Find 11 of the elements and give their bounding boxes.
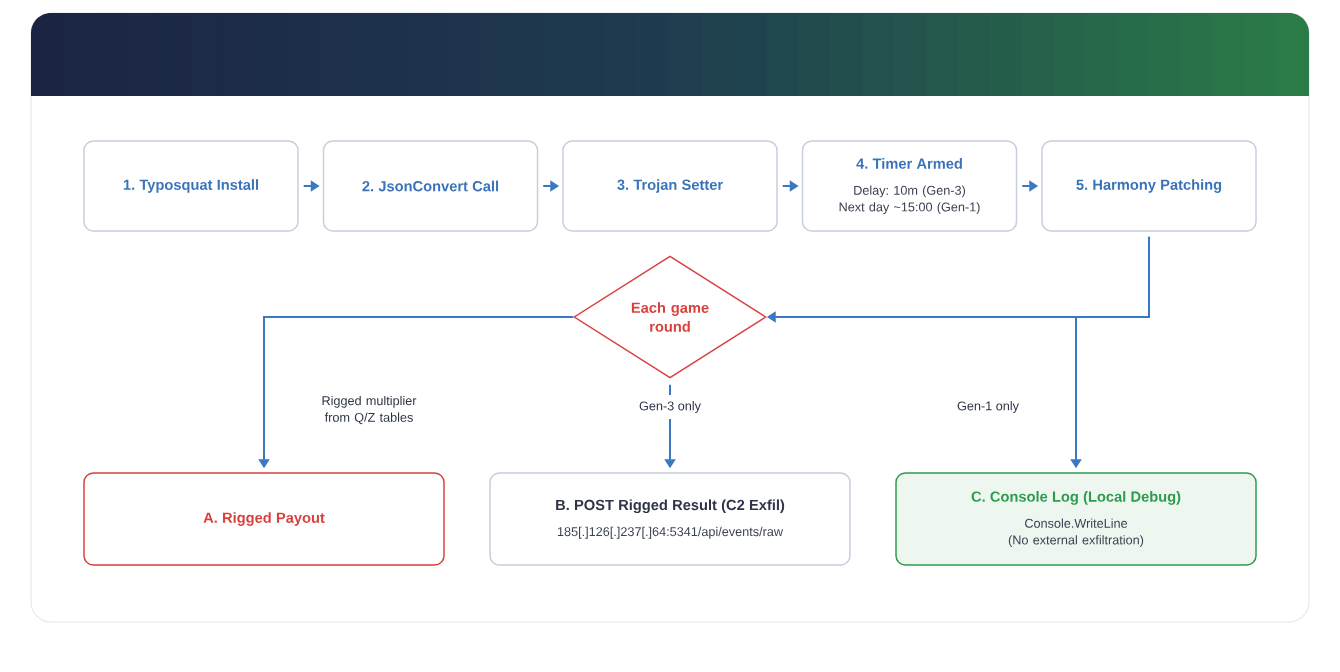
process-box: 3. Trojan Setter bbox=[562, 140, 778, 232]
process-box: 5. Harmony Patching bbox=[1041, 140, 1257, 232]
edge-label: Rigged multiplier from Q/Z tables bbox=[322, 395, 417, 425]
process-box: 4. Timer Armed Delay: 10m (Gen-3) Next day ~15:00 (Gen-1) bbox=[801, 140, 1018, 232]
outcome-box: A. Rigged Payout bbox=[83, 472, 445, 566]
process-box: 1. Typosquat Install bbox=[83, 140, 299, 232]
edge-label: Gen-3 only bbox=[639, 401, 701, 413]
outcome-box: C. Console Log (Local Debug) Console.WriteLine (No external exfiltration) bbox=[895, 472, 1257, 566]
edge-label: Gen-1 only bbox=[957, 401, 1019, 413]
process-box: 2. JsonConvert Call bbox=[322, 140, 539, 232]
outcome-box: B. POST Rigged Result (C2 Exfil) 185[.]126[.]237[.]64:5341/api/events/raw bbox=[489, 472, 851, 566]
